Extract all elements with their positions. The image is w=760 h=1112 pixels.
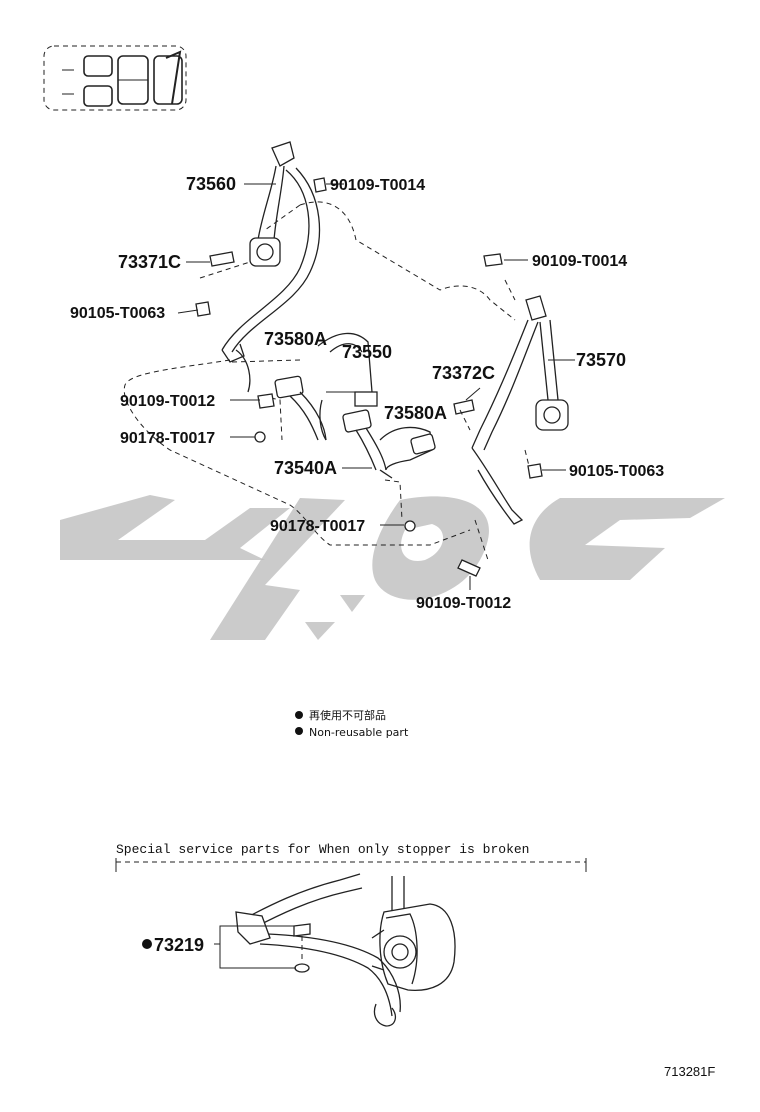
callout-73580a-right: 73580A [384, 403, 447, 423]
buckle-group [274, 332, 436, 532]
callout-73580a-left: 73580A [264, 329, 327, 349]
figure-id: 713281F [664, 1064, 715, 1079]
callout-73570: 73570 [576, 350, 626, 370]
right-seatbelt-assembly [453, 253, 569, 577]
callout-73219: 73219 [154, 935, 204, 955]
seat-outline [123, 201, 531, 561]
callout-90109-t0014-right: 90109-T0014 [532, 253, 627, 270]
callout-73550: 73550 [342, 342, 392, 362]
callout-90109-t0014-top: 90109-T0014 [330, 177, 425, 194]
callout-73540a: 73540A [274, 458, 337, 478]
watermark-logo [60, 495, 725, 640]
callout-90178-t0017-left: 90178-T0017 [120, 430, 215, 447]
vehicle-seat-position-icon [43, 45, 187, 111]
callout-90105-t0063-right: 90105-T0063 [569, 463, 664, 480]
callout-90109-t0012-bottom: 90109-T0012 [416, 595, 511, 612]
special-service-title: Special service parts for When only stop… [116, 842, 529, 857]
non-reusable-bullet-icon [295, 711, 303, 719]
legend-japanese: 再使用不可部品 [309, 708, 386, 722]
callout-90178-t0017-bottom: 90178-T0017 [270, 518, 365, 535]
callout-73372c: 73372C [432, 363, 495, 383]
leader-lines [177, 183, 575, 590]
callout-90105-t0063-left: 90105-T0063 [70, 305, 165, 322]
non-reusable-bullet-icon [142, 939, 152, 949]
legend-english: Non-reusable part [309, 726, 409, 739]
non-reusable-bullet-icon [295, 727, 303, 735]
legend: 再使用不可部品 Non-reusable part [295, 708, 409, 739]
left-seatbelt-assembly [195, 141, 327, 443]
callout-73371c: 73371C [118, 252, 181, 272]
callout-73560: 73560 [186, 174, 236, 194]
callout-90109-t0012-left: 90109-T0012 [120, 393, 215, 410]
special-service-section: Special service parts for When only stop… [115, 842, 587, 1027]
